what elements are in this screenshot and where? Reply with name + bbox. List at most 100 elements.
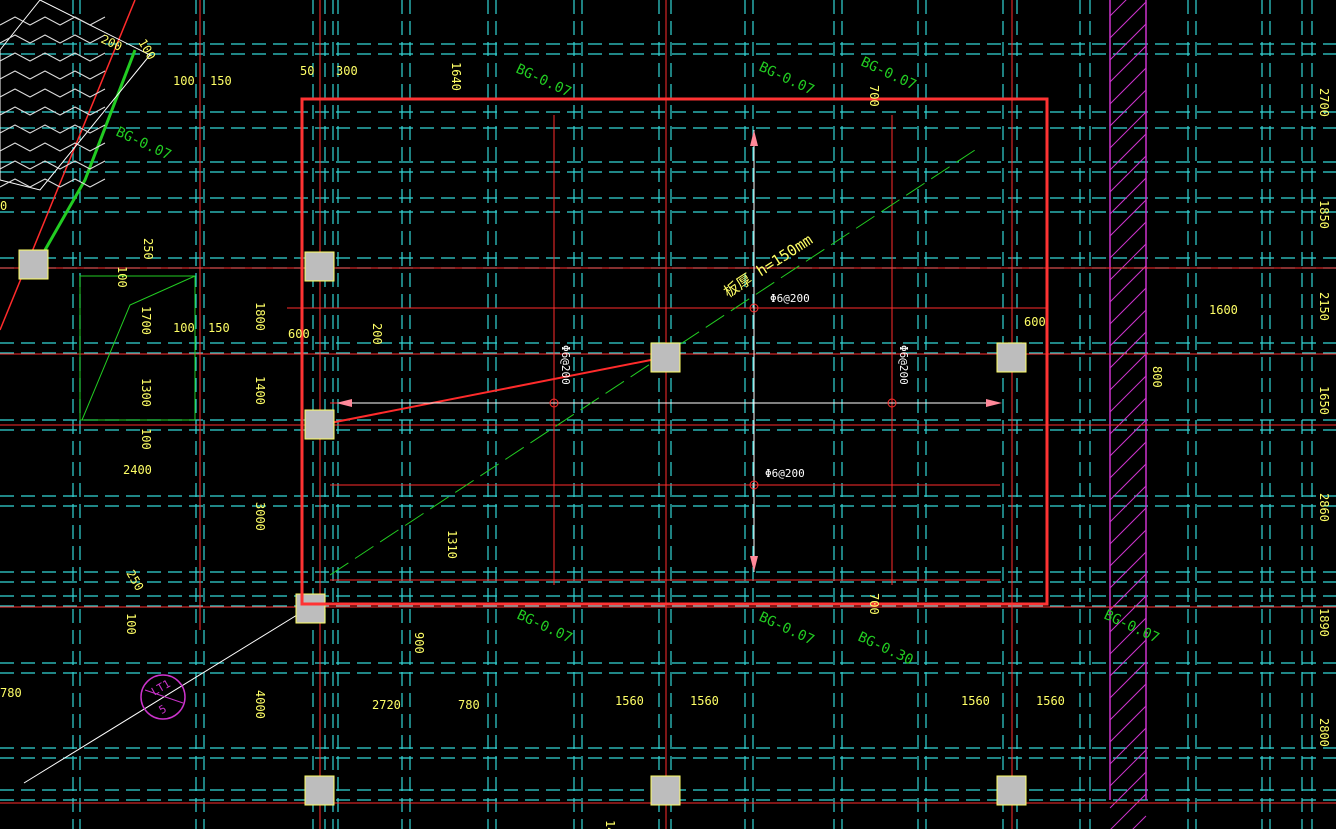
- axis-line: [319, 356, 667, 426]
- dim-label: 800: [1150, 366, 1164, 388]
- elevation-label: BG-0.07: [113, 124, 173, 163]
- selection-box[interactable]: [300, 97, 1049, 606]
- wall-hatch: [1109, 287, 1147, 325]
- wall-hatch: [1109, 595, 1147, 633]
- wall-hatch: [1109, 1, 1147, 39]
- hatch-line: [0, 160, 106, 170]
- dim-label: 100: [173, 321, 195, 335]
- dimension-labels: 50 300 1640 700 200 100 100 150 250 100 …: [0, 32, 1331, 829]
- dim-label: 700: [867, 593, 881, 615]
- dim-label: 100: [139, 428, 153, 450]
- section-line: [329, 149, 976, 576]
- dim-label: 780: [0, 686, 22, 700]
- wall-hatch: [1109, 89, 1147, 127]
- dim-label: 100: [115, 266, 129, 288]
- hatch-line: [0, 124, 106, 134]
- dim-label: 2150: [1317, 292, 1331, 321]
- dim-label: 900: [412, 632, 426, 654]
- wall-hatch: [1109, 683, 1147, 721]
- wall-hatch: [1109, 573, 1147, 611]
- hatch-border: [0, 0, 151, 191]
- dim-label: 1560: [690, 694, 719, 708]
- dim-label: 2860: [1317, 493, 1331, 522]
- hatch-line: [0, 70, 106, 80]
- rebar-labels: Φ6@200 Φ6@200 Φ6@200 Φ6@200: [559, 292, 910, 480]
- dim-label: 150: [210, 74, 232, 88]
- wall-hatch: [1109, 23, 1147, 61]
- dim-label: 1640: [449, 62, 463, 91]
- wall-hatch: [1109, 309, 1147, 347]
- hatch-line: [0, 34, 106, 44]
- slab-thickness-note: 板厚 h=150mm: [720, 231, 816, 302]
- rebar-label-right: Φ6@200: [897, 345, 910, 385]
- dim-label: 1700: [139, 306, 153, 335]
- rebar-node: [749, 480, 759, 490]
- wall-hatch: [1109, 463, 1147, 501]
- dim-label: 1890: [1317, 608, 1331, 637]
- elevation-label: BG-0.07: [514, 607, 574, 646]
- dim-label: 50: [300, 64, 314, 78]
- wall-hatch: [1110, 793, 1147, 829]
- dim-label: 1300: [139, 378, 153, 407]
- dim-label: 1850: [1317, 200, 1331, 229]
- wall-hatch: [1109, 705, 1147, 743]
- wall-hatch: [1109, 749, 1147, 787]
- arrow-head: [986, 399, 1002, 407]
- hatched-wall: [1109, 0, 1147, 829]
- wall-hatch: [1109, 441, 1147, 479]
- wall-hatch: [1109, 551, 1147, 589]
- rebar-label-bottom: Φ6@200: [765, 467, 805, 480]
- leader-line: [23, 606, 311, 784]
- dim-label: 100: [173, 74, 195, 88]
- opening-outline: [79, 275, 196, 421]
- column: [996, 342, 1027, 373]
- column: [996, 775, 1027, 806]
- arrow-head: [750, 130, 758, 146]
- dim-label: 1650: [1317, 386, 1331, 415]
- wall-hatch: [1109, 485, 1147, 523]
- dim-label: 4000: [253, 690, 267, 719]
- dim-label: 3000: [253, 502, 267, 531]
- rebar-node: [887, 398, 897, 408]
- rebar-label-top: Φ6@200: [770, 292, 810, 305]
- dim-label: 1310: [445, 530, 459, 559]
- dim-label: 1560: [961, 694, 990, 708]
- dim-label: 2720: [372, 698, 401, 712]
- column: [650, 342, 681, 373]
- rebar-node: [749, 303, 759, 313]
- dim-label: 780: [458, 698, 480, 712]
- wall-hatch: [1109, 111, 1147, 149]
- wall-hatch: [1132, 815, 1147, 829]
- column: [304, 251, 335, 282]
- hatch-line: [0, 52, 106, 62]
- wall-hatch: [1109, 0, 1127, 17]
- arrow-head: [336, 399, 352, 407]
- wall-hatch: [1109, 221, 1147, 259]
- column: [18, 249, 49, 280]
- wall-hatch: [1109, 727, 1147, 765]
- opening-diag: [81, 275, 196, 421]
- elevation-label: BG-0.07: [756, 59, 816, 98]
- dim-label: 300: [336, 64, 358, 78]
- wall-hatch: [1109, 353, 1147, 391]
- dim-label: 250: [123, 568, 146, 594]
- wall-hatch: [1109, 265, 1147, 303]
- hatch-line: [0, 106, 106, 116]
- dim-label: 600: [1024, 315, 1046, 329]
- wall-hatch: [1109, 507, 1147, 545]
- hatch-line: [0, 16, 106, 26]
- callout-bottom: 5: [157, 702, 169, 717]
- column: [650, 775, 681, 806]
- wall-hatch: [1109, 155, 1147, 193]
- dim-label: 200: [370, 323, 384, 345]
- column: [304, 775, 335, 806]
- dim-label: 1800: [253, 302, 267, 331]
- dim-label: 1600: [1209, 303, 1238, 317]
- arrow-head: [750, 556, 758, 572]
- dim-label: 150: [208, 321, 230, 335]
- dim-label: 1400: [253, 376, 267, 405]
- callout-top: LT1: [149, 677, 173, 698]
- dim-label: 1560: [1036, 694, 1065, 708]
